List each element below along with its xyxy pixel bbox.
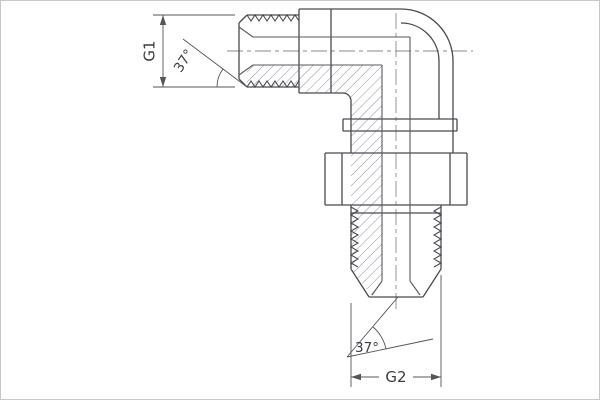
fitting-outline	[238, 8, 468, 298]
stud-outline	[350, 205, 442, 298]
elbow-bend-outline	[400, 8, 454, 153]
angle-bottom-arc	[372, 326, 387, 350]
bore-walls	[253, 36, 411, 281]
angle-top-flank-line	[182, 38, 248, 88]
stud-thread-left	[349, 206, 360, 268]
g1-arrow-down	[159, 77, 167, 87]
thread-profile	[246, 14, 443, 268]
dimension-g2: G2	[350, 275, 442, 387]
g1-extension-lines	[153, 14, 235, 88]
bore-lines	[238, 26, 421, 296]
angle-bottom-lines	[346, 296, 434, 358]
centerlines	[227, 13, 473, 313]
collar-outline	[342, 118, 458, 132]
g1-label: G1	[141, 40, 159, 61]
g2-arrow-left	[351, 373, 361, 381]
g1-arrow-up	[159, 15, 167, 25]
port-thread-bottom	[246, 80, 300, 88]
flare-cones	[238, 26, 421, 296]
hex-nut-outline	[324, 152, 468, 206]
angle-bottom-label: 37°	[355, 340, 379, 356]
g2-extension-lines	[350, 275, 442, 387]
g2-arrow-right	[431, 373, 441, 381]
angle-top-arc	[216, 68, 224, 88]
section-hatching	[247, 65, 382, 295]
angle-annotation-bottom: 37°	[346, 296, 434, 358]
angle-annotation-top: 37°	[171, 38, 248, 88]
angle-top-label: 37°	[171, 47, 197, 76]
port-outline	[238, 14, 299, 88]
stud-thread-right	[432, 206, 443, 268]
body-outline	[298, 8, 401, 153]
dimension-g1: G1	[141, 14, 235, 88]
port-thread-top	[246, 14, 300, 22]
g2-label: G2	[385, 368, 406, 386]
